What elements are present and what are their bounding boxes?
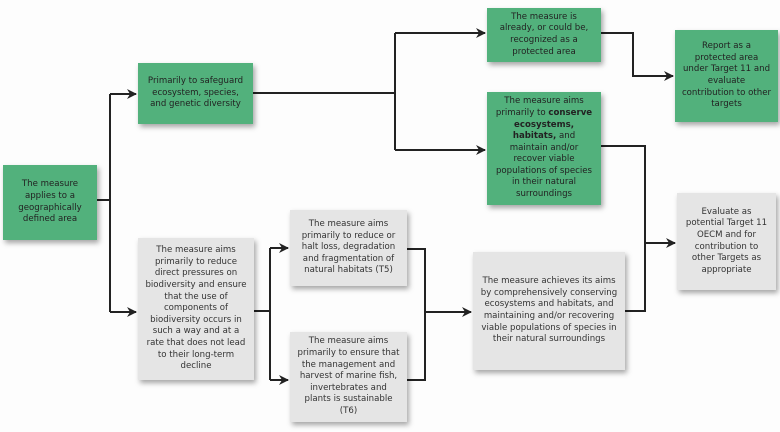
connector-conserve (601, 145, 646, 312)
node-safeguard: Primarily to safeguard ecosystem, specie… (138, 63, 253, 124)
node-report: Report as a protected area under Target … (675, 30, 778, 122)
node-evaluate-text: Evaluate as potential Target 11 OECM and… (685, 206, 768, 275)
node-report-text: Report as a protected area under Target … (681, 41, 772, 110)
node-protected-text: The measure is already, or could be, rec… (499, 11, 589, 57)
node-reduce-pressures: The measure aims primarily to reduce dir… (138, 238, 254, 380)
node-safeguard-text: Primarily to safeguard ecosystem, specie… (147, 76, 244, 110)
node-evaluate: Evaluate as potential Target 11 OECM and… (677, 193, 776, 290)
node-t6: The measure aims primarily to ensure tha… (290, 332, 407, 422)
node-conserve: The measure aims primarily to conserve e… (487, 92, 601, 205)
node-start-text: The measure applies to a geographically … (18, 179, 82, 225)
node-reduce-text: The measure aims primarily to reduce dir… (145, 245, 247, 372)
conserve-text-post: and maintain and/or recover viable popul… (495, 131, 593, 200)
node-achieves-text: The measure achieves its aims by compreh… (480, 276, 618, 345)
conserve-text-pre: The measure aims primarily to (495, 96, 584, 118)
node-protected-area: The measure is already, or could be, rec… (487, 8, 601, 62)
node-t6-text: The measure aims primarily to ensure tha… (297, 336, 400, 416)
node-t5-text: The measure aims primarily to reduce or … (301, 219, 396, 276)
connector-start (97, 94, 111, 312)
connector-safeguard (253, 33, 396, 150)
connector-t5-t6 (407, 248, 426, 381)
conserve-text-bold: conserve ecosystems, habitats, (512, 107, 593, 142)
arrow-to-report (601, 32, 674, 81)
node-conserve-text: The measure aims primarily to conserve e… (493, 96, 595, 200)
node-t5: The measure aims primarily to reduce or … (290, 210, 407, 286)
node-start: The measure applies to a geographically … (3, 165, 97, 240)
connector-reduce (254, 248, 271, 380)
node-achieves: The measure achieves its aims by compreh… (473, 252, 625, 370)
